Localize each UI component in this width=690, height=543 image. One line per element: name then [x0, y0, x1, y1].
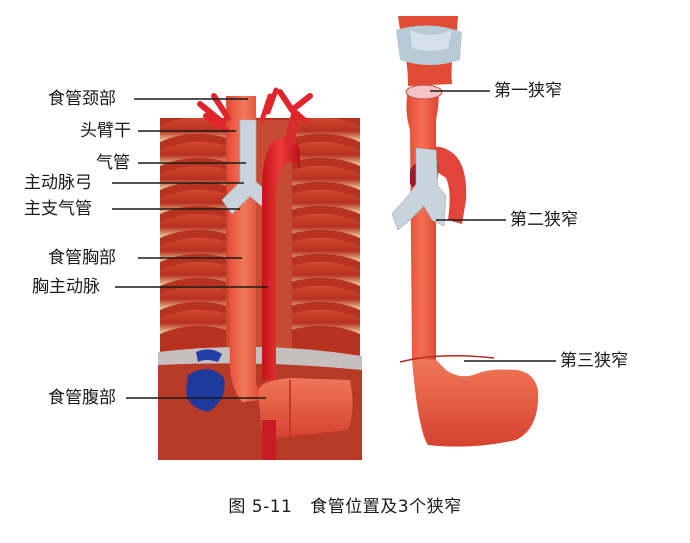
first-constriction: [405, 84, 443, 100]
label-brachiocephalic-trunk: 头臂干: [80, 121, 131, 141]
esophagus-isolated-view: [391, 16, 539, 447]
neck-arteries-right: [259, 87, 279, 123]
vena-cava: [186, 369, 225, 412]
label-esophagus-thorax: 食管胸部: [48, 248, 116, 268]
stomach-right: [412, 360, 539, 447]
label-first-narrow: 第一狭窄: [494, 81, 562, 101]
esophagus-right: [406, 90, 440, 364]
leader-lines: [112, 90, 556, 399]
ribs-left: [160, 117, 228, 334]
neck-arteries: [197, 89, 313, 133]
label-aortic-arch: 主动脉弓: [24, 173, 92, 193]
label-main-bronchus: 主支气管: [24, 199, 92, 219]
third-constriction-ring: [399, 354, 495, 363]
thorax-view: [158, 87, 362, 460]
label-third-narrow: 第三狭窄: [560, 351, 628, 371]
stomach-left: [258, 378, 353, 438]
label-esophagus-abdomen: 食管腹部: [48, 388, 116, 408]
label-second-narrow: 第二狭窄: [510, 210, 578, 230]
ribs-right: [290, 117, 360, 334]
label-trachea: 气管: [96, 153, 130, 173]
label-thoracic-aorta: 胸主动脉: [32, 277, 100, 297]
label-esophagus-neck: 食管颈部: [48, 89, 116, 109]
thyroid-cartilage: [410, 30, 452, 51]
figure-caption: 图 5-11 食管位置及3个狭窄: [0, 492, 690, 517]
aorta: [262, 137, 300, 380]
trachea-right: [391, 147, 447, 231]
figure-number: 图 5-11: [228, 497, 293, 517]
abdominal-aorta: [262, 420, 276, 460]
figure-title: 食管位置及3个狭窄: [310, 497, 462, 517]
brachiocephalic-trunk: [284, 110, 300, 146]
vena-cava-top: [196, 349, 222, 362]
